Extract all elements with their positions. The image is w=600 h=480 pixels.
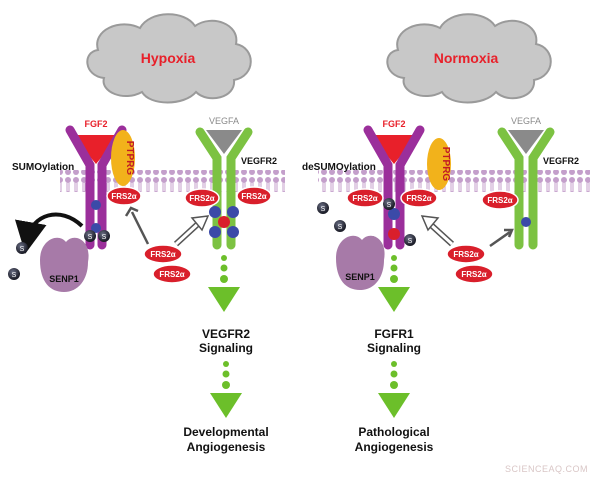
svg-text:S: S: [20, 246, 25, 253]
frs2-on-vegfr2-right: FRS2α: [481, 190, 519, 210]
ptprg-phosphatase-right: PTPRG: [427, 138, 451, 190]
svg-text:FRS2α: FRS2α: [487, 196, 512, 205]
signal-cascade-left-1: [208, 255, 240, 312]
cell-membrane-right: [318, 170, 590, 192]
vegfr2-receptor-right: [497, 127, 555, 250]
fgf2-ligand: [72, 135, 120, 164]
signaling-label-left-line2: Signaling: [199, 341, 253, 355]
outcome-label-left-line2: Angiogenesis: [187, 440, 266, 454]
svg-text:FRS2α: FRS2α: [159, 270, 184, 279]
vegfa-ligand: [206, 130, 242, 154]
svg-text:FRS2α: FRS2α: [150, 250, 175, 259]
frs2-on-vegfr2: FRS2α FRS2α: [184, 186, 272, 208]
svg-text:FRS2α: FRS2α: [461, 270, 486, 279]
vegfa-label: VEGFA: [209, 116, 239, 126]
free-frs2-right: FRS2α FRS2α: [446, 244, 494, 284]
desumoylation-arrow: [14, 212, 84, 254]
open-arrow-to-fgfr1: [124, 206, 150, 245]
outcome-label-right-line2: Angiogenesis: [355, 440, 434, 454]
senp1-enzyme: SENP1: [40, 237, 89, 292]
frs2-on-fgfr1-right: FRS2α FRS2α: [346, 188, 438, 208]
fgf2-label: FGF2: [84, 119, 107, 129]
right-panel: Normoxia deSUMOylation FGF2 PTPRG FRS2α …: [302, 13, 590, 454]
svg-text:FRS2α: FRS2α: [453, 250, 478, 259]
ptprg-phosphatase: PTPRG: [111, 130, 135, 186]
svg-text:S: S: [102, 234, 107, 241]
outcome-label-left-line1: Developmental: [183, 425, 268, 439]
left-panel: Hypoxia SUMOylation FGF2 PTPRG FRS2α S: [8, 13, 285, 454]
frs2-on-fgfr1: FRS2α: [106, 186, 142, 206]
svg-text:FRS2α: FRS2α: [111, 192, 136, 201]
condition-label-hypoxia: Hypoxia: [141, 50, 196, 66]
vegfr2-label-right: VEGFR2: [543, 156, 579, 166]
modification-label-desumoylation: deSUMOylation: [302, 162, 376, 173]
open-arrow-to-fgfr1-right-tip: [420, 215, 440, 232]
vegfr2-receptor: [195, 127, 253, 250]
signaling-label-right-line1: FGFR1: [374, 327, 414, 341]
signal-cascade-left-2: [210, 361, 242, 418]
vegfa-ligand-right: [508, 130, 544, 154]
svg-text:S: S: [387, 202, 392, 209]
outcome-label-right-line1: Pathological: [358, 425, 429, 439]
svg-text:S: S: [321, 206, 326, 213]
svg-text:S: S: [408, 238, 413, 245]
open-arrow-to-vegfr2-head: [174, 220, 202, 246]
svg-text:FRS2α: FRS2α: [352, 194, 377, 203]
svg-text:PTPRG: PTPRG: [124, 141, 135, 176]
condition-label-normoxia: Normoxia: [434, 50, 499, 66]
signaling-label-right-line2: Signaling: [367, 341, 421, 355]
fgf2-label-right: FGF2: [382, 119, 405, 129]
open-arrow-to-fgfr1-right-inner: [428, 222, 454, 246]
svg-text:PTPRG: PTPRG: [440, 147, 451, 182]
vegfa-label-right: VEGFA: [511, 116, 541, 126]
senp1-enzyme-right: SENP1: [336, 235, 385, 290]
signaling-label-left-line1: VEGFR2: [202, 327, 250, 341]
watermark: SCIENCEAQ.COM: [505, 464, 588, 474]
svg-text:FRS2α: FRS2α: [189, 194, 214, 203]
svg-text:S: S: [338, 224, 343, 231]
normoxia-cloud: Normoxia: [386, 13, 552, 104]
sumo-on-fgfr1: S S: [84, 230, 110, 242]
open-arrow-to-vegfr2-tip: [190, 215, 210, 232]
free-sumo-left: S S: [8, 242, 28, 280]
free-frs2-left: FRS2α FRS2α: [143, 244, 192, 284]
fgf2-ligand-right: [370, 135, 418, 164]
signal-cascade-right-1: [378, 255, 410, 312]
svg-text:S: S: [12, 272, 17, 279]
svg-text:SENP1: SENP1: [345, 272, 375, 282]
fgfr1-receptor-right: [363, 125, 425, 250]
vegfr2-label: VEGFR2: [241, 156, 277, 166]
svg-text:FRS2α: FRS2α: [406, 194, 431, 203]
open-arrow-to-vegfr2-right: [489, 228, 514, 248]
signal-cascade-right-2: [378, 361, 410, 418]
svg-text:S: S: [88, 234, 93, 241]
modification-label-sumoylation: SUMOylation: [12, 162, 74, 173]
svg-text:FRS2α: FRS2α: [241, 192, 266, 201]
svg-text:SENP1: SENP1: [49, 274, 79, 284]
hypoxia-cloud: Hypoxia: [86, 13, 252, 104]
